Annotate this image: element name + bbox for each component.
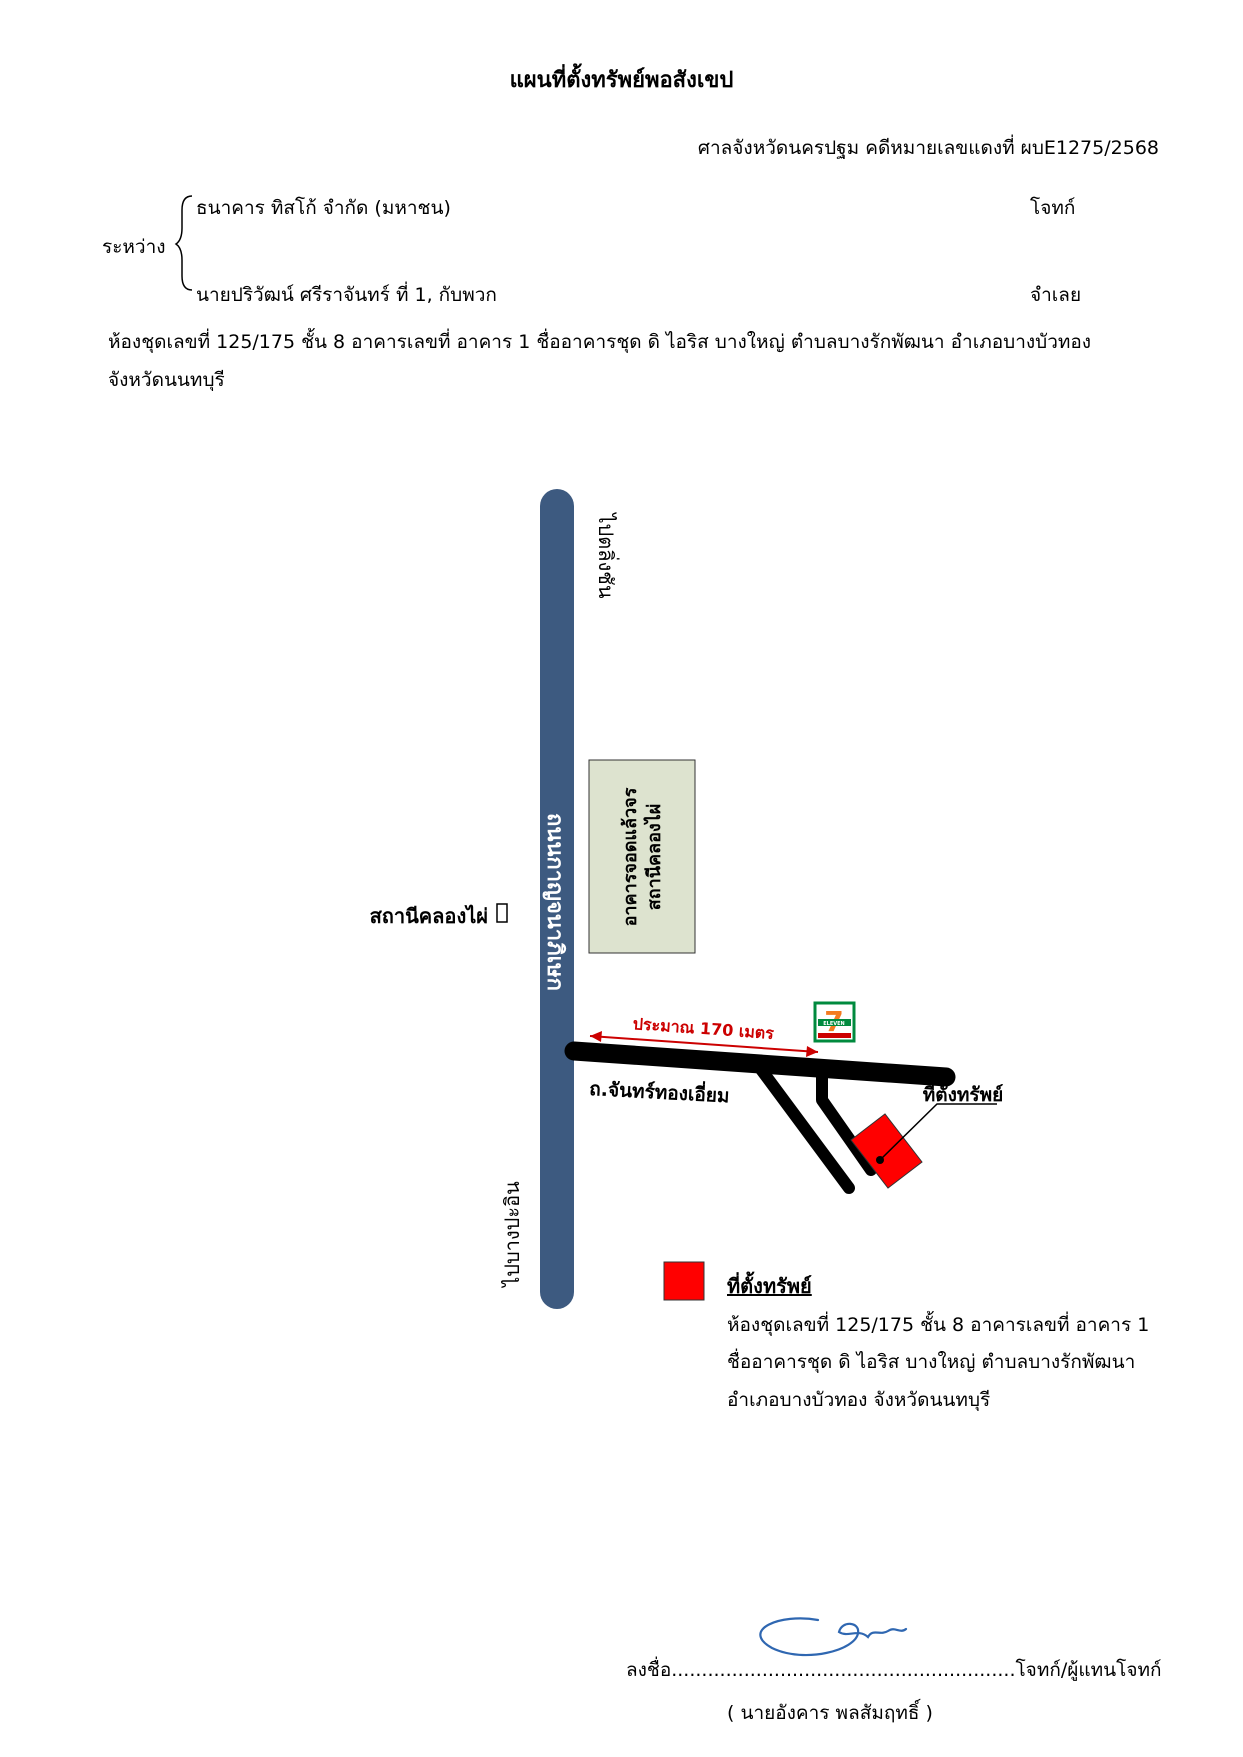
svg-text:ELEVEN: ELEVEN	[823, 1021, 845, 1027]
property-map-label: ที่ตั้งทรัพย์	[923, 1080, 1004, 1106]
station-label: สถานีคลองไผ่	[370, 904, 488, 928]
parking-label-line2: สถานีคลองไผ่	[643, 804, 665, 911]
legend-line1: ห้องชุดเลขที่ 125/175 ชั้น 8 อาคารเลขที่…	[727, 1314, 1150, 1336]
side-road-label: ถ.จันทร์ทองเอี่ยม	[589, 1075, 730, 1107]
parking-building	[588, 759, 696, 954]
property-address-line2: จังหวัดนนทบุรี	[108, 369, 225, 391]
page-title: แผนที่ตั้งทรัพย์พอสังเขป	[509, 68, 734, 93]
branch-road-1	[754, 1062, 855, 1194]
signature-line: ลงชื่อ..................................…	[626, 1659, 1162, 1681]
seven-eleven-icon: 7 ELEVEN	[813, 1001, 856, 1043]
branch-road-2	[816, 1066, 877, 1176]
to-south-label: ไปบางปะอิน	[500, 1181, 524, 1289]
signer-name: ( นายอังคาร พลสัมฤทธิ์ )	[727, 1702, 933, 1724]
property-marker	[850, 1113, 923, 1189]
between-label: ระหว่าง	[102, 236, 166, 258]
defendant-name: นายปริวัฒน์ ศรีราจันทร์ ที่ 1, กับพวก	[196, 284, 497, 306]
court-case-line: ศาลจังหวัดนครปฐม คดีหมายเลขแดงที่ ผบE127…	[697, 137, 1159, 159]
legend-line3: อำเภอบางบัวทอง จังหวัดนนทบุรี	[727, 1389, 991, 1411]
main-road-label: ถนนกาญจนาภิเษก	[542, 813, 567, 991]
distance-arrow	[589, 1035, 819, 1053]
parking-label-line1: อาคารจอดแล้วจร	[620, 787, 641, 926]
station-icon	[496, 903, 508, 923]
legend-swatch	[663, 1261, 705, 1301]
property-address-line1: ห้องชุดเลขที่ 125/175 ชั้น 8 อาคารเลขที่…	[108, 331, 1092, 353]
plaintiff-role: โจทก์	[1030, 197, 1076, 219]
to-north-label: ไปตลิ่งชัน	[594, 511, 620, 598]
property-leader-line	[879, 1103, 997, 1161]
signature-scribble	[759, 1617, 908, 1657]
legend-line2: ชื่ออาคารชุด ดิ ไอริส บางใหญ่ ตำบลบางรัก…	[727, 1351, 1136, 1373]
plaintiff-name: ธนาคาร ทิสโก้ จำกัด (มหาชน)	[196, 197, 451, 219]
defendant-role: จำเลย	[1030, 284, 1082, 306]
legend-title: ที่ตั้งทรัพย์	[727, 1274, 812, 1298]
distance-label: ประมาณ 170 เมตร	[632, 1014, 775, 1043]
